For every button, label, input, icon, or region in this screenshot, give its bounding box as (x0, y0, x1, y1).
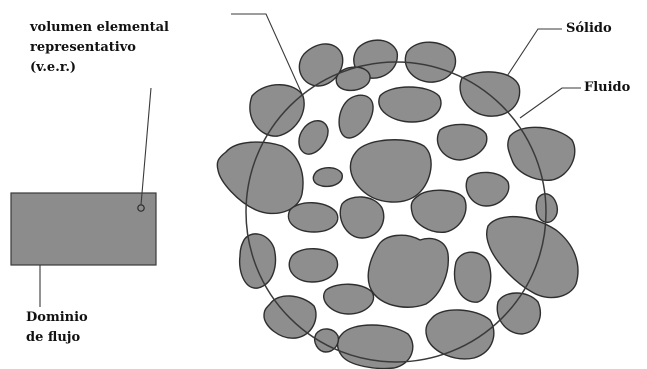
grain (240, 234, 276, 288)
grain (289, 249, 337, 282)
grain (264, 296, 316, 338)
grain (379, 87, 441, 122)
grain (455, 252, 491, 302)
grain (217, 142, 303, 213)
grain (368, 235, 448, 307)
grain (250, 85, 304, 136)
domain-label: Dominio de flujo (26, 308, 88, 348)
grain (299, 121, 328, 154)
grain (350, 140, 431, 202)
grain (437, 124, 486, 160)
grain (313, 168, 342, 187)
grain (466, 172, 509, 206)
flow-domain-rect (11, 193, 156, 265)
rev-label-line-2: representativo (30, 38, 169, 58)
rev-label-line-3: (v.e.r.) (30, 58, 169, 78)
grain (487, 217, 578, 298)
solid-grains (217, 40, 578, 368)
domain-label-line-2: de flujo (26, 328, 88, 348)
grain (336, 67, 370, 90)
grain (536, 194, 557, 222)
grain (460, 72, 520, 116)
grain (340, 197, 384, 238)
grain (411, 190, 466, 232)
solid-label: Sólido (566, 19, 612, 39)
grain (339, 95, 373, 138)
domain-label-line-1: Dominio (26, 308, 88, 328)
rev-label-line-1: volumen elemental (30, 18, 169, 38)
grain (324, 284, 374, 314)
fluid-label: Fluido (584, 78, 630, 98)
rev-label: volumen elemental representativo (v.e.r.… (30, 18, 169, 78)
rev-leader-line (141, 88, 151, 205)
grain (288, 203, 337, 232)
fluid-leader-line (520, 88, 581, 118)
circle-leader-line (231, 14, 302, 94)
